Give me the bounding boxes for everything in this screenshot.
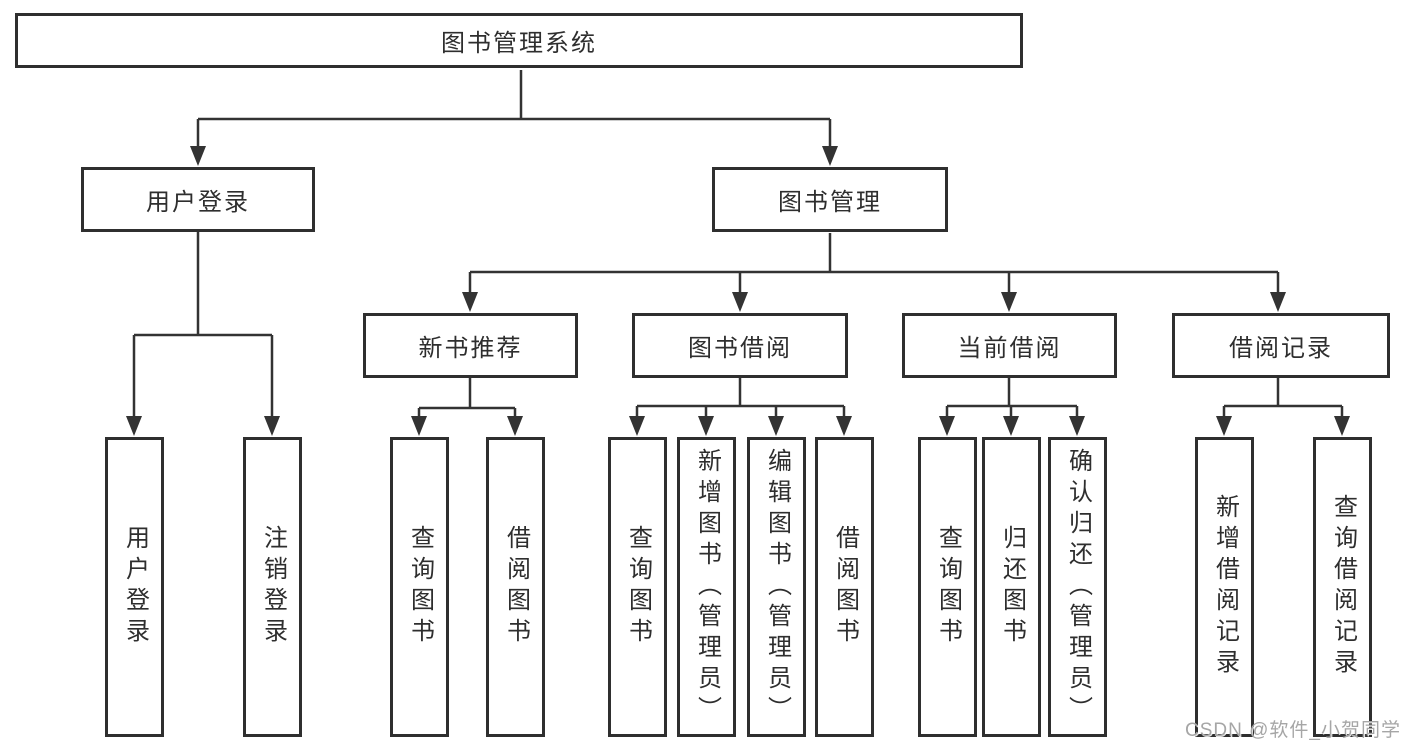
- leaf-confirm-return-admin-label: 确认归还（管理员）: [1064, 447, 1092, 727]
- node-current-borrow: 当前借阅: [902, 313, 1117, 378]
- leaf-borrow-books-recommend: 借阅图书: [486, 437, 545, 737]
- node-borrow-records: 借阅记录: [1172, 313, 1390, 378]
- node-book-management-label: 图书管理: [778, 189, 882, 216]
- node-new-book-recommend-label: 新书推荐: [418, 335, 523, 362]
- node-root: 图书管理系统: [15, 13, 1023, 68]
- node-borrow-records-label: 借阅记录: [1229, 335, 1333, 362]
- leaf-confirm-return-admin: 确认归还（管理员）: [1048, 437, 1107, 737]
- leaf-borrow-books-borrow: 借阅图书: [815, 437, 874, 737]
- leaf-query-books-borrow-label: 查询图书: [624, 525, 652, 649]
- node-book-management: 图书管理: [712, 167, 948, 232]
- leaf-query-books-current: 查询图书: [918, 437, 977, 737]
- arrowheads: [126, 146, 1350, 436]
- leaf-query-borrow-record: 查询借阅记录: [1313, 437, 1372, 737]
- leaf-query-books-current-label: 查询图书: [934, 525, 962, 649]
- csdn-watermark: CSDN @软件_小贺同学: [1185, 720, 1401, 741]
- leaf-borrow-books-borrow-label: 借阅图书: [831, 525, 859, 649]
- node-root-label: 图书管理系统: [441, 30, 597, 57]
- leaf-user-login: 用户登录: [105, 437, 164, 737]
- leaf-add-books-admin: 新增图书（管理员）: [677, 437, 736, 737]
- leaf-query-books-recommend-label: 查询图书: [406, 525, 434, 649]
- leaf-return-books-label: 归还图书: [998, 525, 1026, 649]
- leaf-logout-label: 注销登录: [259, 525, 287, 649]
- leaf-user-login-label: 用户登录: [121, 525, 149, 649]
- leaf-query-books-borrow: 查询图书: [608, 437, 667, 737]
- leaf-query-books-recommend: 查询图书: [390, 437, 449, 737]
- node-book-borrow-label: 图书借阅: [688, 335, 792, 362]
- leaf-edit-books-admin-label: 编辑图书（管理员）: [763, 447, 791, 727]
- node-user-login: 用户登录: [81, 167, 315, 232]
- node-user-login-label: 用户登录: [146, 189, 250, 216]
- node-book-borrow: 图书借阅: [632, 313, 848, 378]
- leaf-add-borrow-record: 新增借阅记录: [1195, 437, 1254, 737]
- node-current-borrow-label: 当前借阅: [957, 335, 1062, 362]
- leaf-return-books: 归还图书: [982, 437, 1041, 737]
- leaf-add-books-admin-label: 新增图书（管理员）: [693, 447, 721, 727]
- leaf-query-borrow-record-label: 查询借阅记录: [1329, 494, 1357, 680]
- leaf-borrow-books-recommend-label: 借阅图书: [502, 525, 530, 649]
- leaf-logout: 注销登录: [243, 437, 302, 737]
- leaf-edit-books-admin: 编辑图书（管理员）: [747, 437, 806, 737]
- node-new-book-recommend: 新书推荐: [363, 313, 578, 378]
- leaf-add-borrow-record-label: 新增借阅记录: [1211, 494, 1239, 680]
